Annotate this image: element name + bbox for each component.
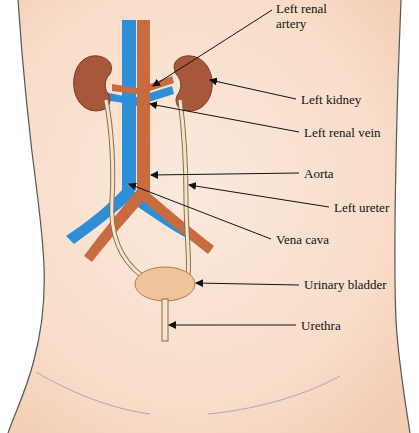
torso-outline <box>8 0 410 433</box>
iliac-artery <box>140 188 214 254</box>
body-contour <box>8 0 44 433</box>
part-label: Left ureter <box>334 200 389 215</box>
part-label: Left renal artery <box>276 1 354 31</box>
leader-arrow <box>196 283 299 285</box>
hip-line <box>36 372 150 414</box>
part-label: Vena cava <box>276 232 329 247</box>
part-label: Left kidney <box>301 92 361 107</box>
leader-arrow <box>153 10 272 86</box>
renal-artery <box>150 76 174 91</box>
part-label: Urinary bladder <box>304 277 387 292</box>
hip-line <box>208 376 340 414</box>
part-label: Urethra <box>301 318 341 333</box>
aorta <box>137 20 150 196</box>
renal-artery <box>112 84 137 94</box>
ureter <box>180 100 189 276</box>
leader-arrow <box>169 325 296 326</box>
part-label: Aorta <box>304 166 334 181</box>
ureter <box>106 100 142 276</box>
leader-arrow <box>189 185 329 207</box>
leader-arrow <box>150 104 299 132</box>
iliac-artery <box>84 186 148 262</box>
urinary-bladder <box>135 267 195 301</box>
ureter <box>180 100 189 276</box>
ureter <box>106 100 142 276</box>
leader-arrow <box>129 184 271 239</box>
leader-arrow <box>151 173 299 175</box>
body-contour <box>395 0 410 433</box>
part-label: Left renal vein <box>304 125 381 140</box>
vena-cava <box>122 20 136 196</box>
leader-arrow <box>210 80 296 99</box>
urethra <box>162 299 168 341</box>
